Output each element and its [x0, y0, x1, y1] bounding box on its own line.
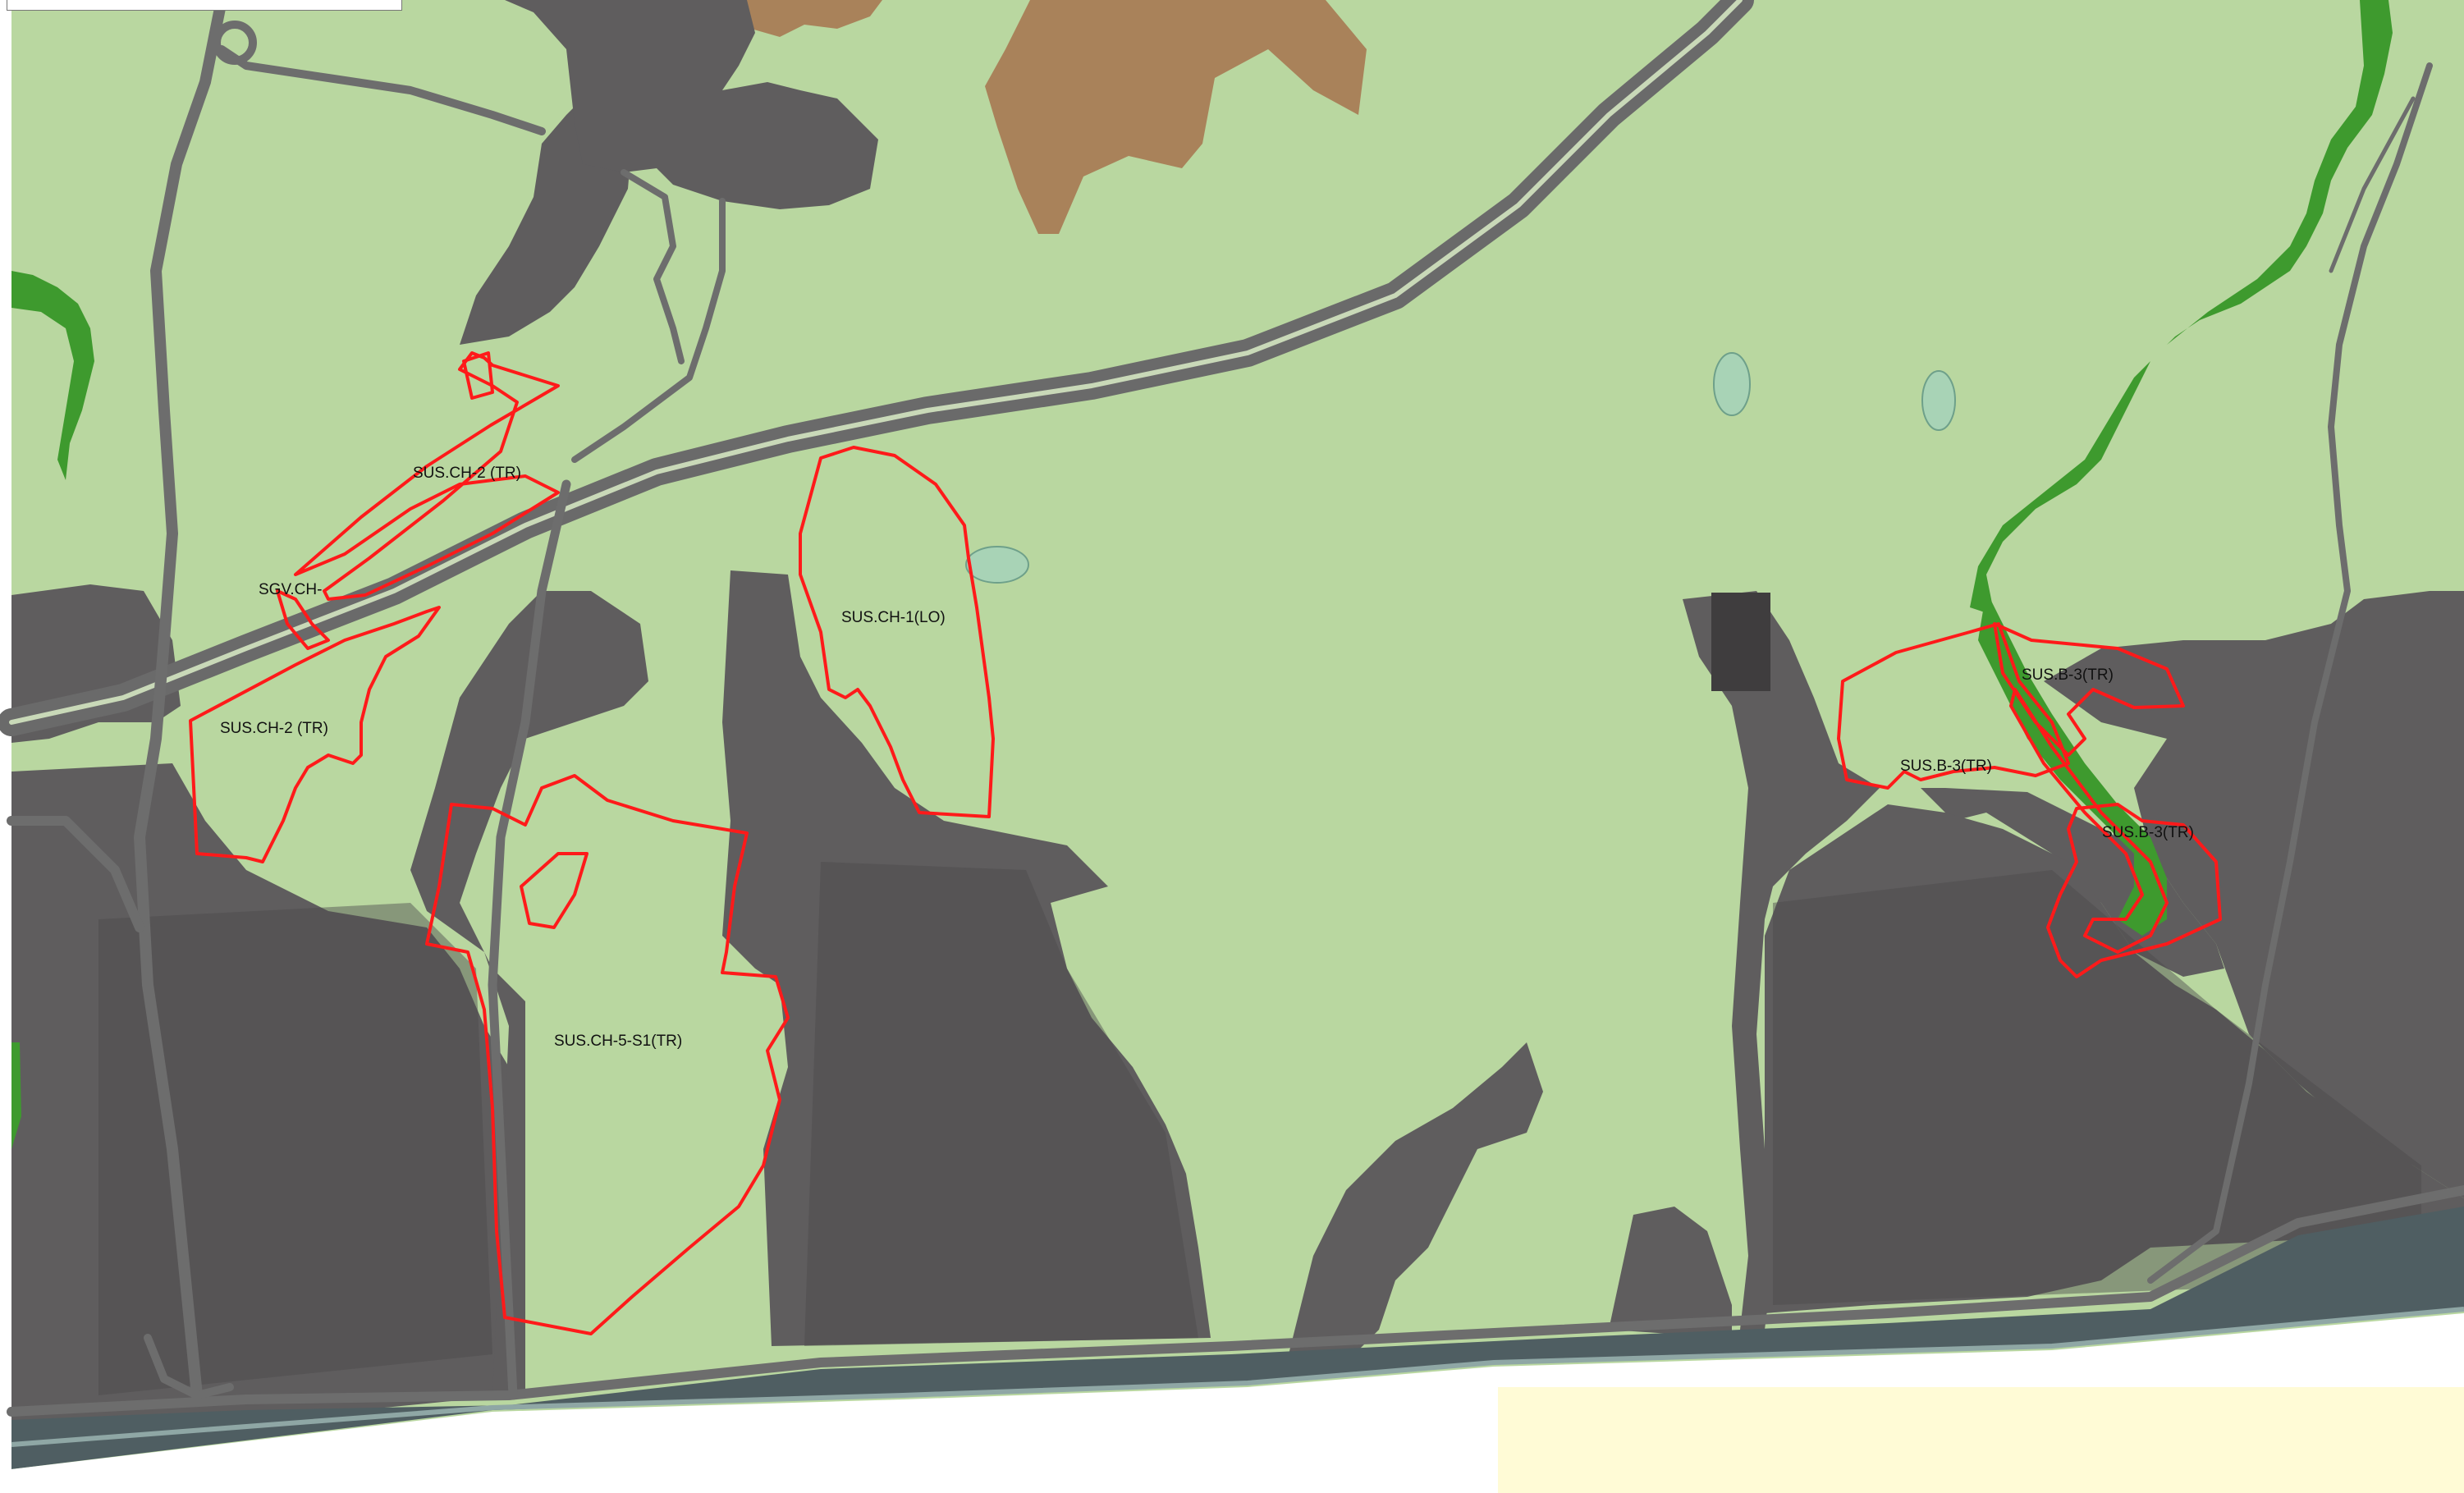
label-sgv-ch: SGV.CH- [259, 581, 322, 598]
label-sus-b3-south: SUS.B-3(TR) [2102, 824, 2194, 841]
sea-foam [11, 1307, 2464, 1447]
sector-sus-ch2-south [189, 606, 441, 863]
sector-sus-b3-south [2046, 803, 2222, 978]
map-frame-corner [7, 0, 402, 11]
label-sus-ch1-lo: SUS.CH-1(LO) [841, 609, 946, 626]
sector-outlines [189, 351, 2222, 1335]
sector-sgv-ch [276, 589, 330, 650]
sector-sus-ch2-north [294, 351, 560, 601]
water-ponds [965, 352, 1956, 584]
label-sus-b3-west: SUS.B-3(TR) [1900, 758, 1992, 775]
sector-sus-ch5-s1 [425, 774, 790, 1335]
left-margin [0, 0, 11, 1493]
urban-areas [11, 0, 2464, 1445]
label-sus-ch5-s1: SUS.CH-5-S1(TR) [554, 1033, 682, 1050]
label-sus-b3-east: SUS.B-3(TR) [2022, 666, 2114, 684]
sector-labels: SUS.CH-2 (TR) SGV.CH- SUS.CH-2 (TR) SUS.… [220, 465, 2194, 1050]
coastal-road [7, 1185, 2464, 1417]
brown-zone-north [743, 0, 882, 37]
road-network [0, 0, 2464, 1417]
beach-sand-zone [1498, 1387, 2464, 1493]
sector-sus-ch1-lo [799, 446, 995, 818]
label-sus-ch2-south: SUS.CH-2 (TR) [220, 720, 328, 737]
sector-sus-b3-west [1837, 622, 2070, 790]
dense-urban [98, 862, 2421, 1395]
brown-zone-main [985, 0, 1367, 234]
label-sus-ch2-north: SUS.CH-2 (TR) [413, 465, 521, 482]
river-corridors [11, 0, 2393, 1149]
pool-dark [1711, 593, 1770, 691]
